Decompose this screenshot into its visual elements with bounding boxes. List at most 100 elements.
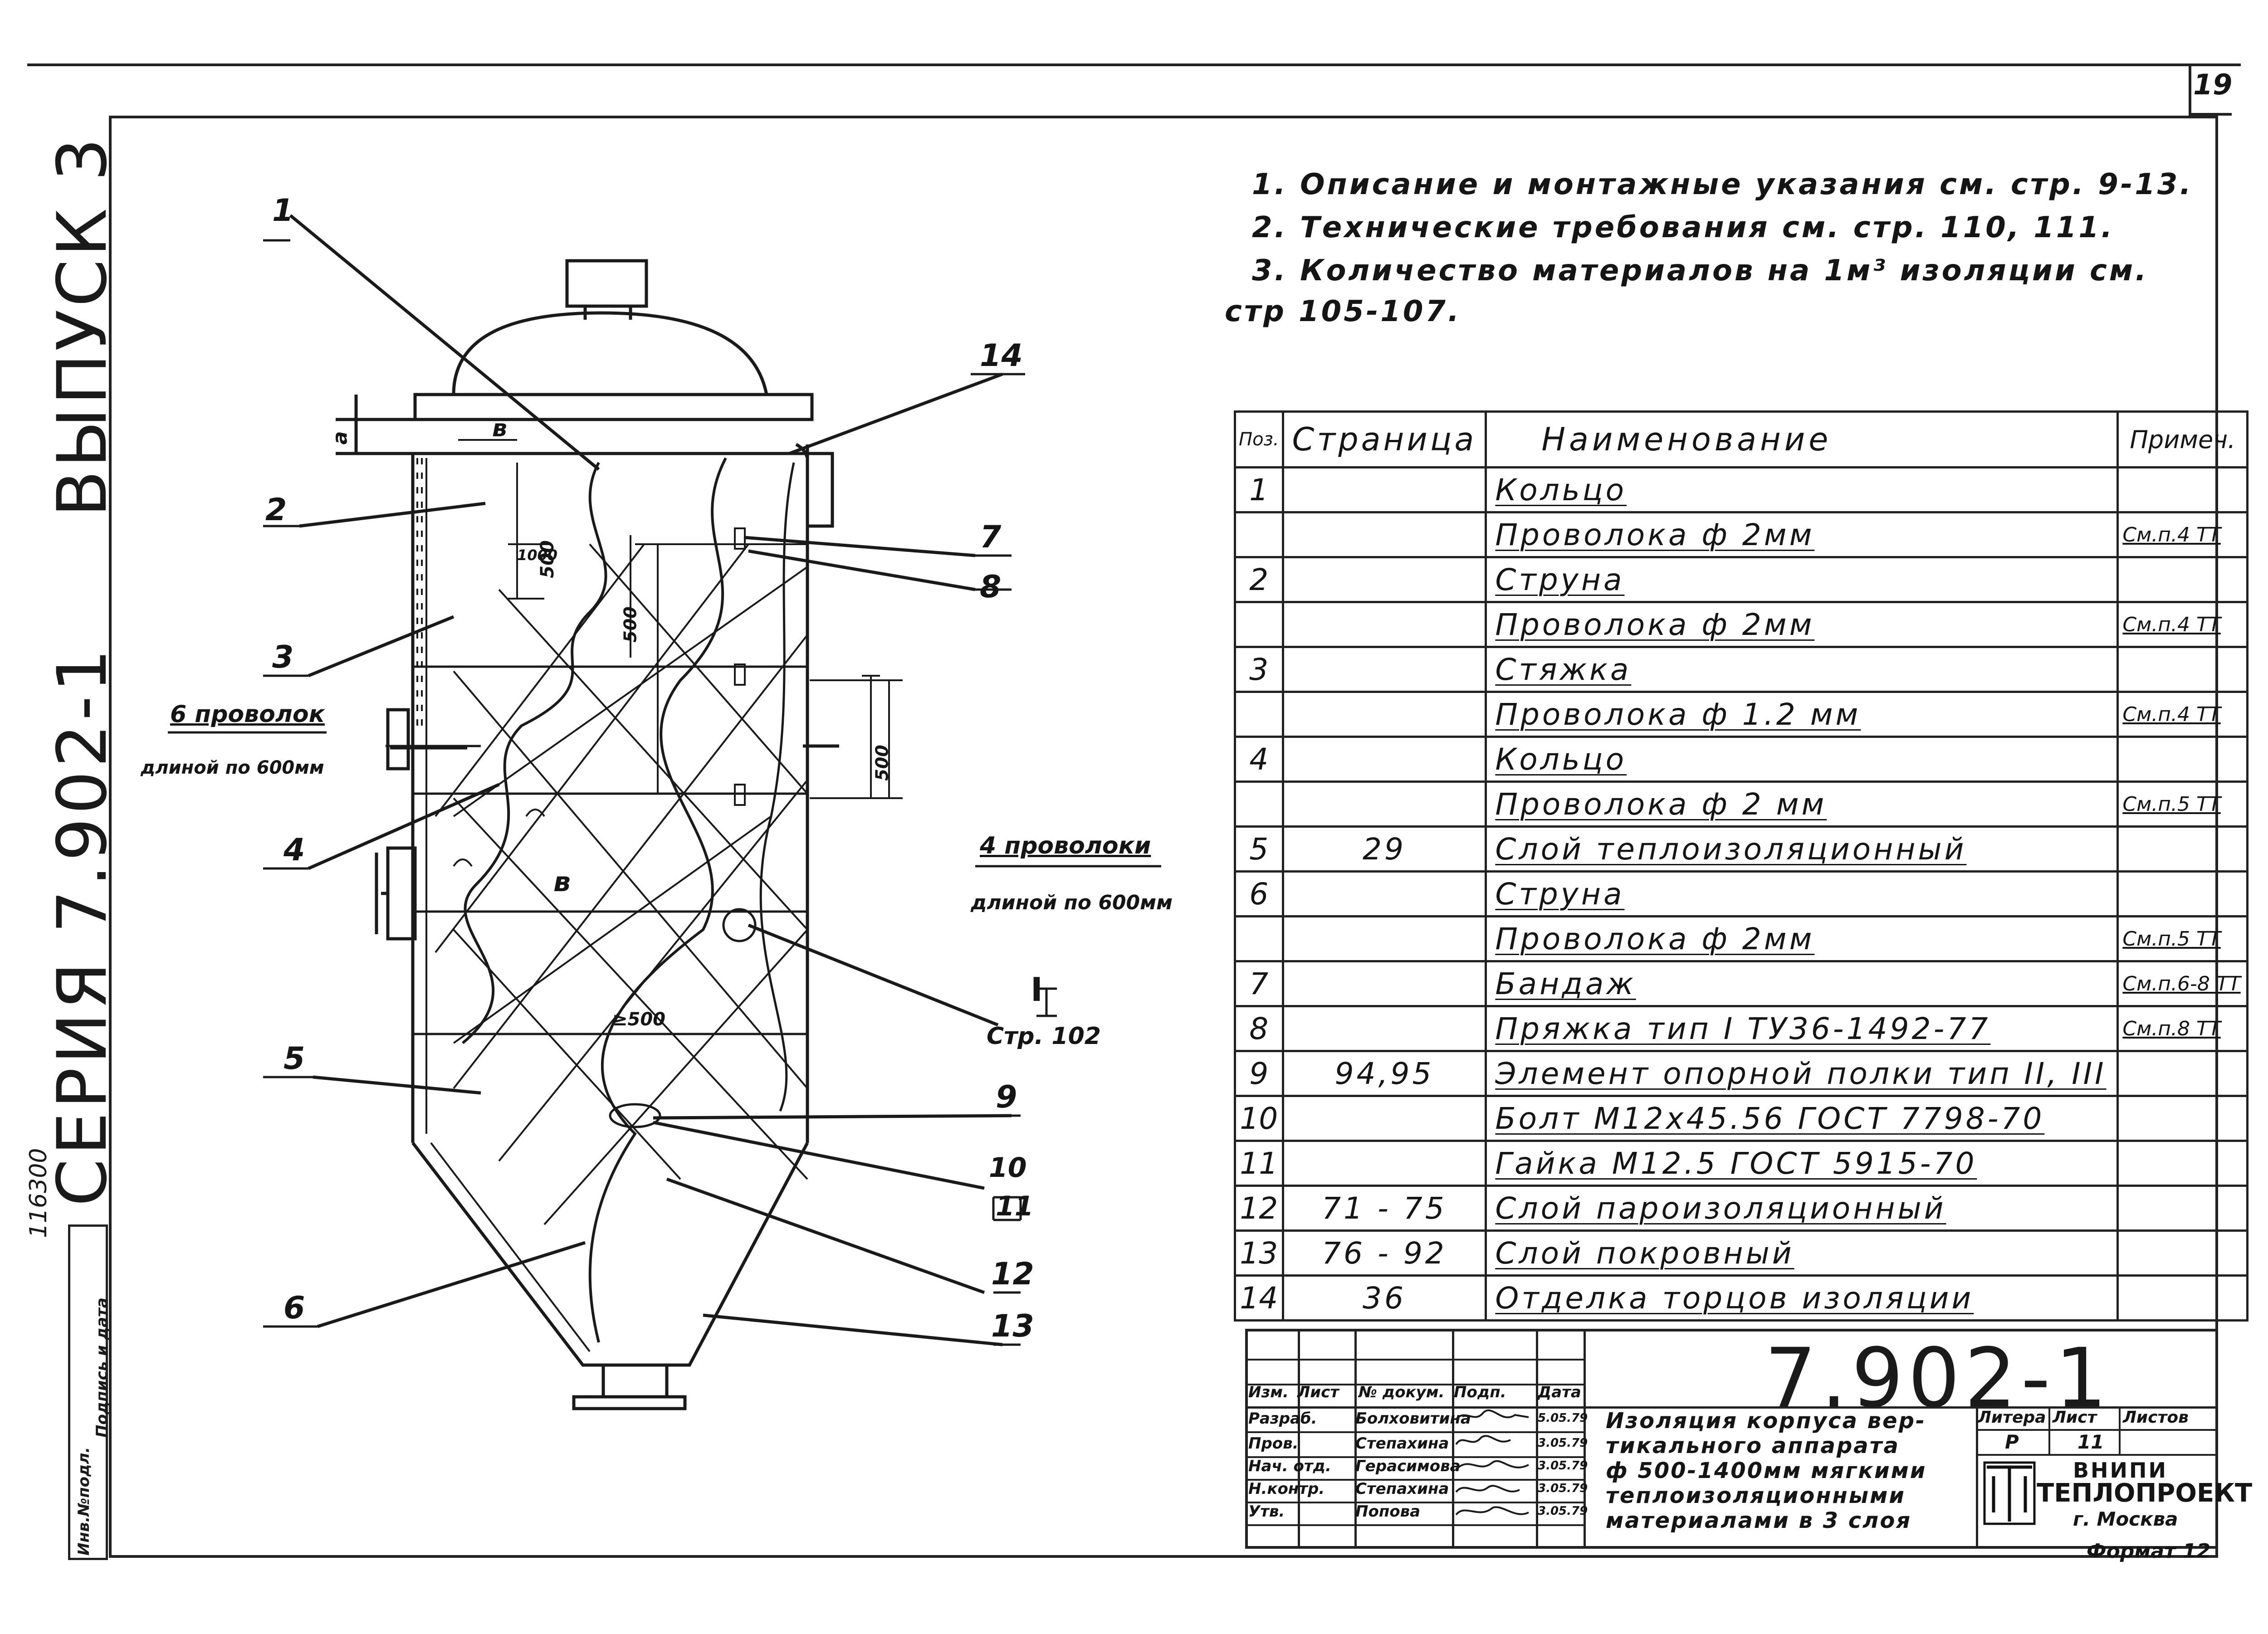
tb-name-developer: Болховитина bbox=[1355, 1410, 1471, 1428]
cell-note: См.п.4 ТТ bbox=[2116, 511, 2249, 558]
cell-name: Стяжка bbox=[1485, 646, 2119, 693]
callout-11: 11 bbox=[996, 1190, 1034, 1222]
cell-page: 71 - 75 bbox=[1281, 1185, 1487, 1232]
title-line-3: ф 500-1400мм мягкими bbox=[1606, 1458, 1927, 1483]
cell-pos bbox=[1234, 915, 1284, 962]
cell-note bbox=[2116, 870, 2249, 917]
cell-page bbox=[1281, 1005, 1487, 1052]
stage-letter: Р bbox=[2005, 1431, 2019, 1453]
signatures bbox=[1455, 1409, 1529, 1516]
top-nozzle-flange bbox=[565, 259, 648, 308]
tb-role-normcontrol: Н.контр. bbox=[1248, 1480, 1325, 1498]
tb-date-normcontrol: 3.05.79 bbox=[1538, 1482, 1588, 1495]
note-1: 1. Описание и монтажные указания см. стр… bbox=[1252, 168, 2193, 201]
callout-6: 6 bbox=[284, 1290, 305, 1326]
cell-pos: 14 bbox=[1234, 1274, 1284, 1322]
cell-note: См.п.5 ТТ bbox=[2116, 915, 2249, 962]
cell-name: Кольцо bbox=[1485, 466, 2119, 513]
callout-8: 8 bbox=[980, 569, 1002, 605]
cell-name: Бандаж bbox=[1485, 960, 2119, 1007]
sheet-format: Формат 12 bbox=[2087, 1540, 2211, 1563]
cell-page bbox=[1281, 1095, 1487, 1142]
cell-name: Слой пароизоляционный bbox=[1485, 1185, 2119, 1232]
vessel-cone bbox=[411, 1141, 809, 1367]
tb-name-normcontrol: Степахина bbox=[1355, 1480, 1449, 1498]
cell-pos: 5 bbox=[1234, 825, 1284, 873]
stage-header-sheet: Лист bbox=[2053, 1408, 2097, 1427]
tb-header-docnum: № докум. bbox=[1359, 1383, 1445, 1401]
title-line-2: тикального аппарата bbox=[1606, 1433, 1900, 1458]
cell-pos: 3 bbox=[1234, 646, 1284, 693]
tb-header-signature: Подп. bbox=[1454, 1383, 1506, 1401]
cell-pos: 6 bbox=[1234, 870, 1284, 917]
dim-500-right: 500 bbox=[872, 745, 892, 781]
org-city: г. Москва bbox=[2073, 1508, 2178, 1530]
table-row: 3 Стяжка bbox=[1234, 646, 2249, 693]
vessel-drawing bbox=[168, 214, 1161, 1410]
cell-note bbox=[2116, 1050, 2249, 1097]
tb-role-head: Нач. отд. bbox=[1248, 1457, 1331, 1475]
cell-page bbox=[1281, 691, 1487, 738]
cell-pos: 9 bbox=[1234, 1050, 1284, 1097]
detail-ref-page: Стр. 102 bbox=[987, 1023, 1101, 1050]
header-position: Поз. bbox=[1234, 410, 1284, 468]
cell-page bbox=[1281, 646, 1487, 693]
callout-5: 5 bbox=[284, 1041, 305, 1077]
cell-page bbox=[1281, 466, 1487, 513]
cell-name: Пряжка тип I ТУ36-1492-77 bbox=[1485, 1005, 2119, 1052]
cell-note bbox=[2116, 736, 2249, 783]
cell-name: Кольцо bbox=[1485, 736, 2119, 783]
cell-note: См.п.4 ТТ bbox=[2116, 691, 2249, 738]
dim-a: а bbox=[328, 431, 352, 445]
cell-page bbox=[1281, 556, 1487, 603]
table-row: 1 Кольцо bbox=[1234, 466, 2249, 513]
note-3-continued: стр 105-107. bbox=[1225, 295, 1461, 328]
cell-name: Отделка торцов изоляции bbox=[1485, 1274, 2119, 1322]
cell-page: 76 - 92 bbox=[1281, 1229, 1487, 1277]
sheet-top-border bbox=[27, 63, 2241, 1563]
header-note: Примеч. bbox=[2116, 410, 2249, 468]
cell-name: Элемент опорной полки тип II, III bbox=[1485, 1050, 2119, 1097]
cell-page bbox=[1281, 736, 1487, 783]
header-name: Наименование bbox=[1485, 410, 2119, 468]
inventory-stamp-box bbox=[68, 1224, 108, 1560]
callout-3: 3 bbox=[272, 639, 294, 675]
tb-header-date: Дата bbox=[1538, 1383, 1581, 1401]
cell-pos: 12 bbox=[1234, 1185, 1284, 1232]
cell-note: См.п.4 ТТ bbox=[2116, 601, 2249, 648]
org-line-2: ТЕПЛОПРОЕКТ bbox=[2037, 1478, 2253, 1508]
cell-name: Болт М12х45.56 ГОСТ 7798-70 bbox=[1485, 1095, 2119, 1142]
callout-9: 9 bbox=[996, 1079, 1017, 1115]
cell-note: См.п.5 ТТ bbox=[2116, 780, 2249, 828]
title-line-1: Изоляция корпуса вер- bbox=[1606, 1408, 1926, 1434]
cell-pos bbox=[1234, 691, 1284, 738]
document-code: 7.902-1 bbox=[1765, 1331, 2112, 1426]
cell-note bbox=[2116, 1140, 2249, 1187]
cell-name: Проволока ф 2мм bbox=[1485, 601, 2119, 648]
cell-page bbox=[1281, 870, 1487, 917]
label-six-wires: 6 проволок bbox=[170, 701, 325, 728]
cell-name: Слой теплоизоляционный bbox=[1485, 825, 2119, 873]
cell-pos: 2 bbox=[1234, 556, 1284, 603]
tb-name-approver: Попова bbox=[1355, 1502, 1421, 1521]
cell-name: Струна bbox=[1485, 870, 2119, 917]
header-page: Страница bbox=[1281, 410, 1487, 468]
tb-header-sheet: Лист bbox=[1297, 1383, 1339, 1401]
cell-note: См.п.6-8 ТТ bbox=[2116, 960, 2249, 1007]
cell-pos: 1 bbox=[1234, 466, 1284, 513]
page-number-box bbox=[2189, 63, 2232, 116]
organization-logo bbox=[1983, 1461, 2036, 1525]
cell-note bbox=[2116, 1229, 2249, 1277]
callout-14: 14 bbox=[980, 338, 1023, 374]
